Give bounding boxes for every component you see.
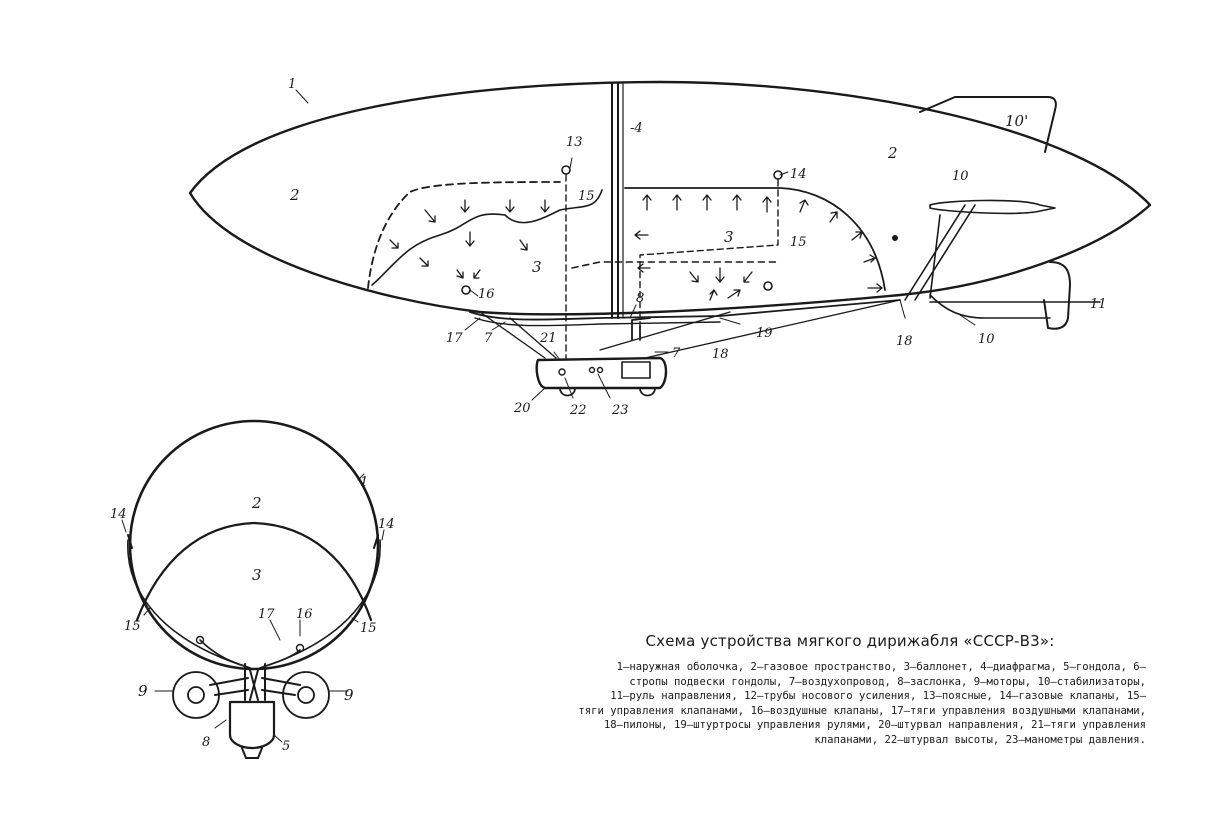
label-21: 21 <box>539 331 557 346</box>
motor-left-hub <box>187 686 205 704</box>
motor-right-hub <box>297 686 315 704</box>
air-valve-left <box>195 635 205 645</box>
cross-label-3: 3 <box>252 566 262 584</box>
label-10-prime: 10' <box>1005 112 1028 130</box>
front-ballonet-dashed <box>367 181 561 289</box>
label-2-rear: 2 <box>887 144 898 162</box>
air-valve-16 <box>461 285 471 295</box>
cross-label-9-left: 9 <box>138 682 148 700</box>
legend-line-6: клапанами, 22—штурвал высоты, 23—маномет… <box>814 733 1146 746</box>
label-7-right: 7 <box>672 346 681 361</box>
air-flow-arrows <box>389 194 883 301</box>
cross-label-14-left: 14 <box>110 507 127 522</box>
rear-ballonet <box>624 187 886 291</box>
caption-title: Схема устройства мягкого дирижабля «СССР… <box>645 632 1055 650</box>
air-duct-7 <box>469 299 901 321</box>
duct-elbow-8 <box>631 317 651 341</box>
suspension-lines <box>479 299 901 359</box>
label-11: 11 <box>1090 297 1107 312</box>
cross-label-14-right: 14 <box>378 517 395 532</box>
cross-label-5: 5 <box>282 739 290 754</box>
label-23: 23 <box>611 403 629 418</box>
gas-valve-14 <box>773 170 783 180</box>
nose-dot <box>892 235 898 241</box>
cross-label-15-right: 15 <box>360 621 377 636</box>
legend-line-1: 1—наружная оболочка, 2—газовое пространс… <box>616 661 1146 673</box>
label-18-rear: 18 <box>896 334 913 349</box>
valve-rod-left <box>127 539 251 669</box>
cross-leader-lines <box>121 473 385 743</box>
legend-line-2: стропы подвески гондолы, 7—воздухопровод… <box>629 675 1146 688</box>
envelope-outline <box>188 80 1152 316</box>
cross-gondola <box>228 700 276 750</box>
label-19: 19 <box>756 326 773 341</box>
legend-line-5: 18—пилоны, 19—штуртросы управления рулям… <box>603 719 1146 732</box>
legend-line-3: 11—руль направления, 12—трубы носового у… <box>610 690 1146 703</box>
gauge-23b <box>596 366 604 374</box>
side-leader-lines <box>295 89 1089 401</box>
motor-right <box>282 671 330 719</box>
motor-left <box>172 671 220 719</box>
side-view <box>188 80 1152 401</box>
cross-gondola-bottom <box>241 747 263 759</box>
label-3-front: 3 <box>532 258 542 276</box>
cross-section-labels: 1 2 3 14 14 15 15 17 16 9 9 8 5 <box>110 475 395 754</box>
cross-label-2: 2 <box>251 494 262 512</box>
rear-ballonet-dashed <box>571 261 781 269</box>
legend: 1—наружная оболочка, 2—газовое пространс… <box>440 660 1146 748</box>
cross-label-8: 8 <box>202 735 210 750</box>
valve-rod-rear <box>639 179 779 331</box>
air-duct-7-inner <box>474 317 721 327</box>
gondola-motor-box <box>621 361 651 379</box>
label-3-rear: 3 <box>724 228 734 246</box>
legend-line-4: тяги управления клапанами, 16—воздушные … <box>578 704 1146 717</box>
label-18-mid: 18 <box>712 347 729 362</box>
label-14: 14 <box>790 167 807 182</box>
air-ducts <box>244 663 266 701</box>
cross-label-15-left: 15 <box>124 619 141 634</box>
label-10-motor: 10 <box>952 169 969 184</box>
cross-label-1: 1 <box>360 475 368 490</box>
label-8: 8 <box>636 291 644 306</box>
motor-arms <box>209 677 301 696</box>
label-4: -4 <box>630 121 643 136</box>
side-view-labels: 1 2 2 3 3 -4 7 7 8 10 10' 10 11 13 14 15… <box>288 77 1107 418</box>
label-22: 22 <box>569 403 587 418</box>
cross-section <box>121 419 385 759</box>
label-15-rear: 15 <box>790 235 807 250</box>
belt-valve-13 <box>561 165 571 175</box>
ballonet-diaphragm-curve <box>371 189 603 286</box>
label-17: 17 <box>446 331 463 346</box>
label-13: 13 <box>566 135 583 150</box>
label-7-left: 7 <box>484 331 493 346</box>
suspension-inner <box>199 639 301 669</box>
cross-label-16: 16 <box>296 607 313 622</box>
label-10-lower: 10 <box>978 332 995 347</box>
motor-nacelle <box>929 199 1056 215</box>
envelope-circle <box>128 419 380 671</box>
label-20: 20 <box>513 401 531 416</box>
label-2-front: 2 <box>289 186 300 204</box>
gas-valve-right <box>373 534 379 549</box>
cross-label-17: 17 <box>258 607 275 622</box>
steering-wheel-20 <box>558 368 566 376</box>
cross-label-9-right: 9 <box>344 686 354 704</box>
gondola-wheels <box>559 387 656 397</box>
ballonet-arc <box>135 521 373 622</box>
air-valve-rear <box>763 281 773 291</box>
stabilizer-curve <box>929 294 1051 319</box>
air-valve-right <box>295 643 305 653</box>
gas-valve-left <box>127 534 133 549</box>
lower-stabilizer <box>1043 261 1071 330</box>
label-1: 1 <box>288 77 296 92</box>
pylon-struts <box>904 204 976 301</box>
label-16: 16 <box>478 287 495 302</box>
gauge-23a <box>588 366 596 374</box>
upper-stabilizer <box>919 96 1057 153</box>
label-15-front: 15 <box>578 189 595 204</box>
gondola <box>535 356 668 390</box>
